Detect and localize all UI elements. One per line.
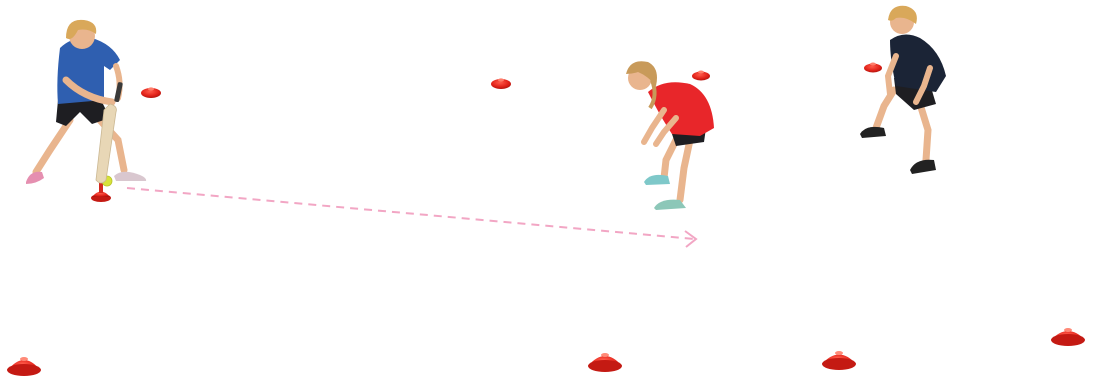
cone-icon <box>491 78 511 89</box>
direction-arrow-icon <box>127 188 696 247</box>
fielder-player-red <box>626 61 714 210</box>
cone-icon <box>7 357 41 376</box>
cone-icon <box>864 63 882 73</box>
cone-icon <box>588 353 622 372</box>
cone-icon <box>692 71 710 81</box>
cone-icon <box>822 351 856 370</box>
batter-player <box>26 20 146 184</box>
cone-icon <box>1051 328 1085 346</box>
cone-icon <box>141 87 161 98</box>
fielder-player-navy <box>860 6 946 174</box>
